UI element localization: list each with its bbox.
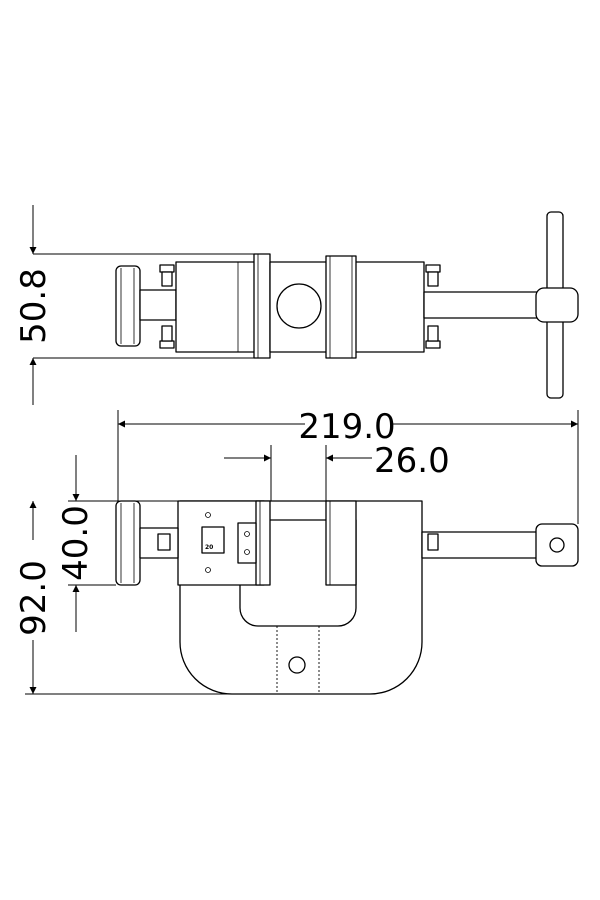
dimension-overall-height-label: 92.0 (14, 560, 54, 636)
top-t-handle-hub (535, 287, 579, 323)
top-screw (425, 340, 441, 349)
t-handle-hole (549, 537, 565, 553)
top-screw (425, 264, 441, 273)
dimension-gap-width: 26.0 (224, 441, 450, 501)
right-jaw (325, 500, 357, 586)
dimension-jaw-height: 40.0 (56, 455, 180, 632)
top-screw (159, 264, 175, 273)
clamp-jaw-plate (255, 500, 271, 586)
front-screw (427, 533, 439, 551)
top-knob-stem (139, 289, 177, 321)
front-left-knob (115, 500, 141, 586)
frame-hole (288, 656, 306, 674)
front-rod (421, 531, 541, 559)
top-clamp-block (175, 261, 263, 353)
top-body-hole (276, 283, 322, 329)
front-view: 20 (115, 500, 579, 695)
dimension-gap-width-label: 26.0 (374, 441, 450, 481)
dimension-overall-height: 92.0 (14, 501, 232, 695)
top-screw (427, 325, 439, 342)
dimension-jaw-height-label: 40.0 (56, 505, 96, 581)
top-screw (161, 271, 173, 287)
label-plate (201, 526, 225, 554)
top-view (115, 211, 579, 399)
dimension-overall-width: 219.0 (117, 407, 579, 524)
top-flange (253, 253, 271, 359)
top-screw (427, 271, 439, 287)
label-plate-text: 20 (205, 544, 213, 551)
top-band (325, 255, 357, 359)
top-screw (161, 325, 173, 342)
top-rod (423, 291, 541, 319)
dimension-top-height-label: 50.8 (14, 268, 54, 344)
top-screw (159, 340, 175, 349)
dimension-overall-width-label: 219.0 (298, 407, 395, 447)
top-left-knob (115, 265, 141, 347)
dimension-top-height: 50.8 (14, 205, 258, 405)
front-screw (157, 533, 171, 551)
side-plate (237, 522, 257, 564)
